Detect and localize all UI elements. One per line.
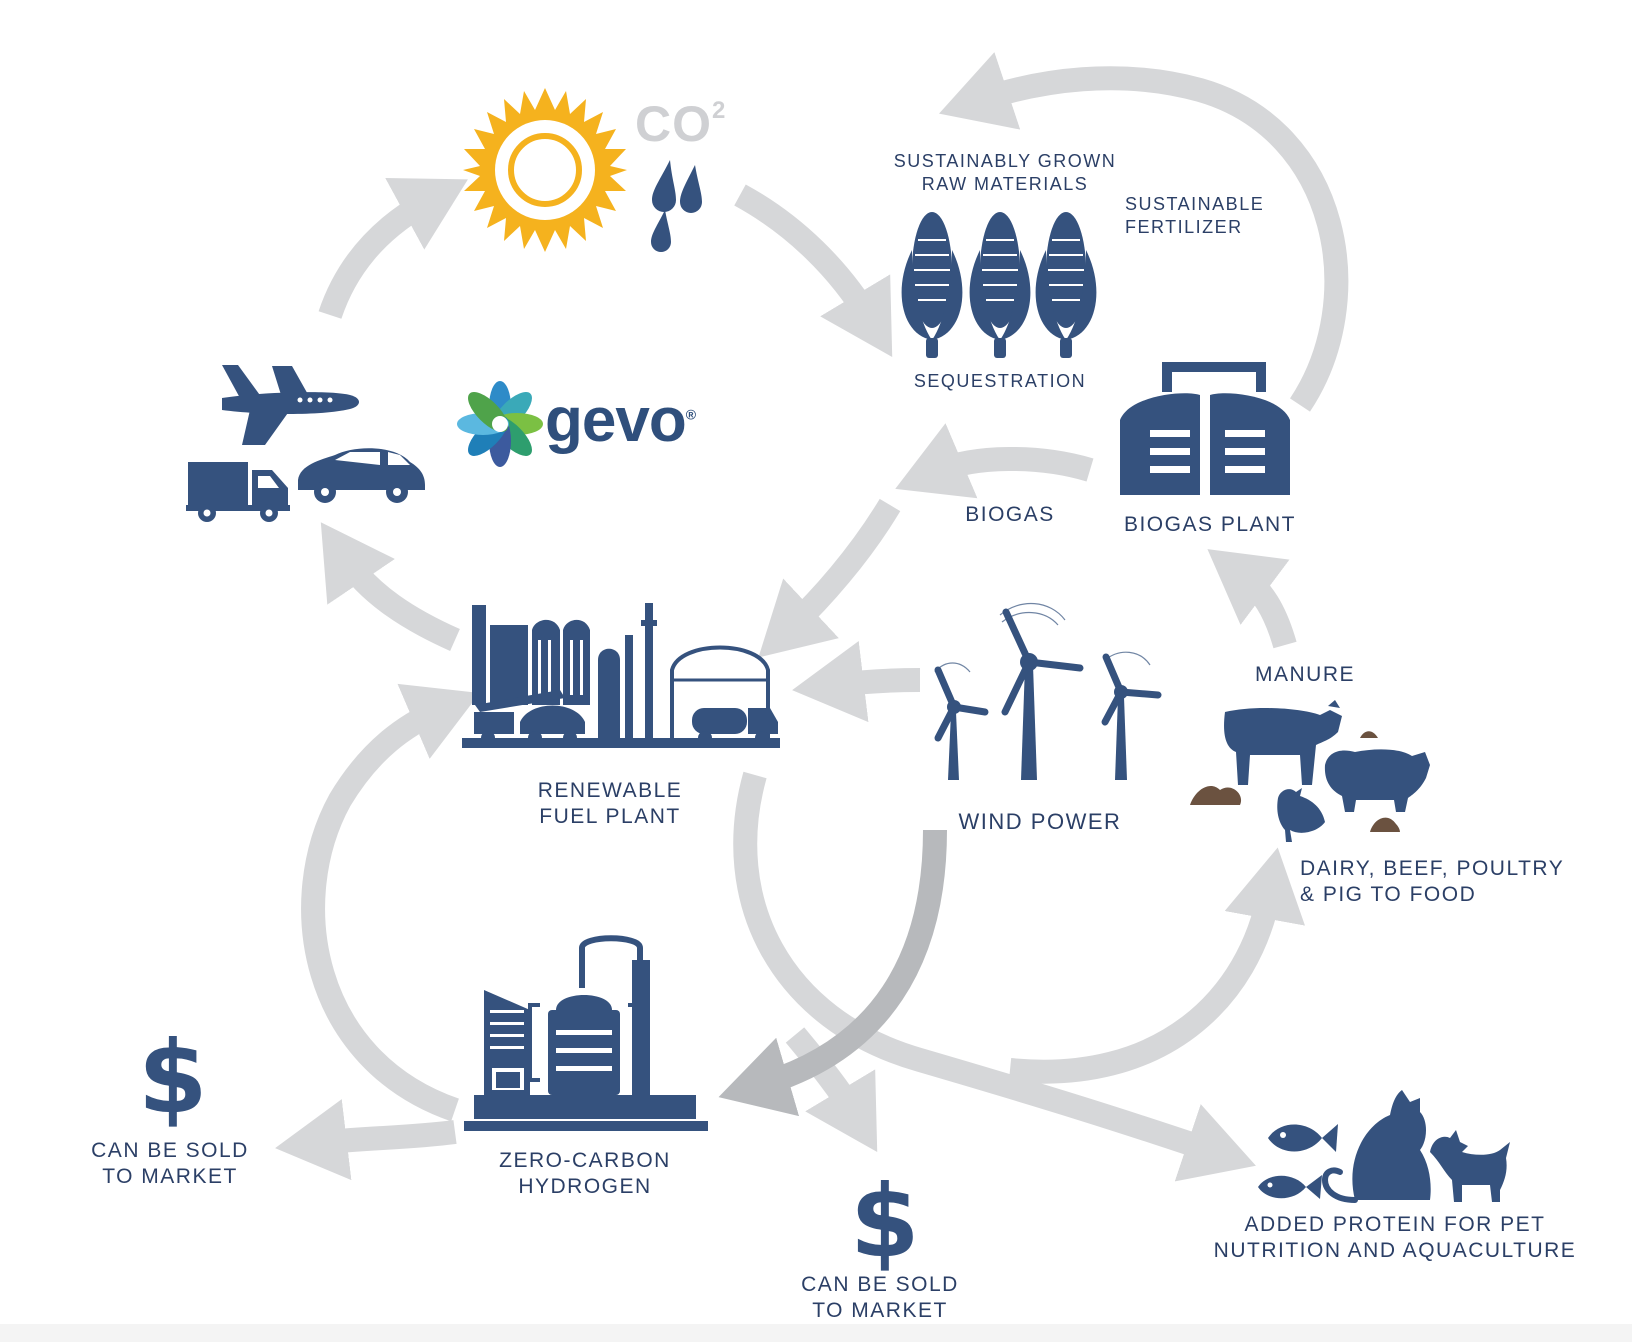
- dollar-icon-bottom: $: [850, 1163, 920, 1280]
- arrow-sun-to-corn: [734, 184, 893, 358]
- cow-icon: [1224, 700, 1342, 785]
- flow-arrows: [275, 52, 1349, 1182]
- car-icon: [298, 448, 425, 503]
- arrow-biogas-plant-to-fertilizer: [939, 52, 1349, 412]
- manure-icon: [1190, 731, 1400, 832]
- gevo-logo-text: gevo®: [545, 386, 696, 455]
- arrow-wind-to-fuel-plant: [792, 641, 921, 723]
- label-biogas: BIOGAS: [965, 503, 1055, 526]
- arrow-wind-to-hydrogen: [718, 829, 947, 1117]
- label-manure: MANURE: [1254, 663, 1355, 686]
- co2-label: CO2: [635, 96, 727, 152]
- label-wind-power: WIND POWER: [958, 809, 1122, 834]
- dollar-icon-left: $: [138, 1019, 208, 1136]
- sun-icon: [463, 88, 627, 252]
- pig-icon: [1324, 749, 1430, 812]
- dog-icon: [1430, 1130, 1510, 1202]
- airplane-icon: [222, 365, 359, 445]
- water-drops-icon: [651, 160, 702, 252]
- arrow-fuel-plant-to-protein: [733, 771, 1256, 1182]
- chicken-icon: [1277, 788, 1325, 842]
- renewable-fuel-plant-icon: [462, 603, 780, 748]
- arrow-loop-to-dairy: [1008, 847, 1305, 1084]
- gevo-logo-icon: [457, 381, 543, 467]
- arrow-hydrogen-loop-to-fuel-plant: [301, 683, 480, 1122]
- arrow-fuel-plant-to-vehicles: [320, 522, 460, 651]
- biogas-plant-icon: [1120, 362, 1290, 495]
- arrow-hydrogen-to-left-market: [275, 1099, 457, 1181]
- arrow-biogas-plant-to-biogas: [895, 423, 1094, 499]
- wind-turbine-icon: [934, 603, 1162, 780]
- arrow-manure-to-biogas-plant: [1207, 549, 1297, 649]
- truck-icon: [186, 462, 290, 522]
- arrow-vehicles-to-sun: [318, 177, 468, 319]
- hydrogen-plant-icon: [464, 935, 708, 1131]
- label-sequestration: SEQUESTRATION: [913, 371, 1087, 391]
- cat-icon: [1321, 1090, 1431, 1203]
- label-biogas-plant: BIOGAS PLANT: [1123, 513, 1297, 536]
- bottom-strip: [0, 1324, 1632, 1342]
- arrow-hydrogen-to-bottom-market: [785, 1027, 878, 1153]
- corn-icon: [901, 212, 1097, 358]
- fish-icon: [1258, 1124, 1338, 1199]
- arrow-corn-to-fuel-plant: [758, 498, 901, 658]
- label-dairy-beef-poultry: DAIRY, BEEF, POULTRY& PIG TO FOOD: [1300, 857, 1565, 907]
